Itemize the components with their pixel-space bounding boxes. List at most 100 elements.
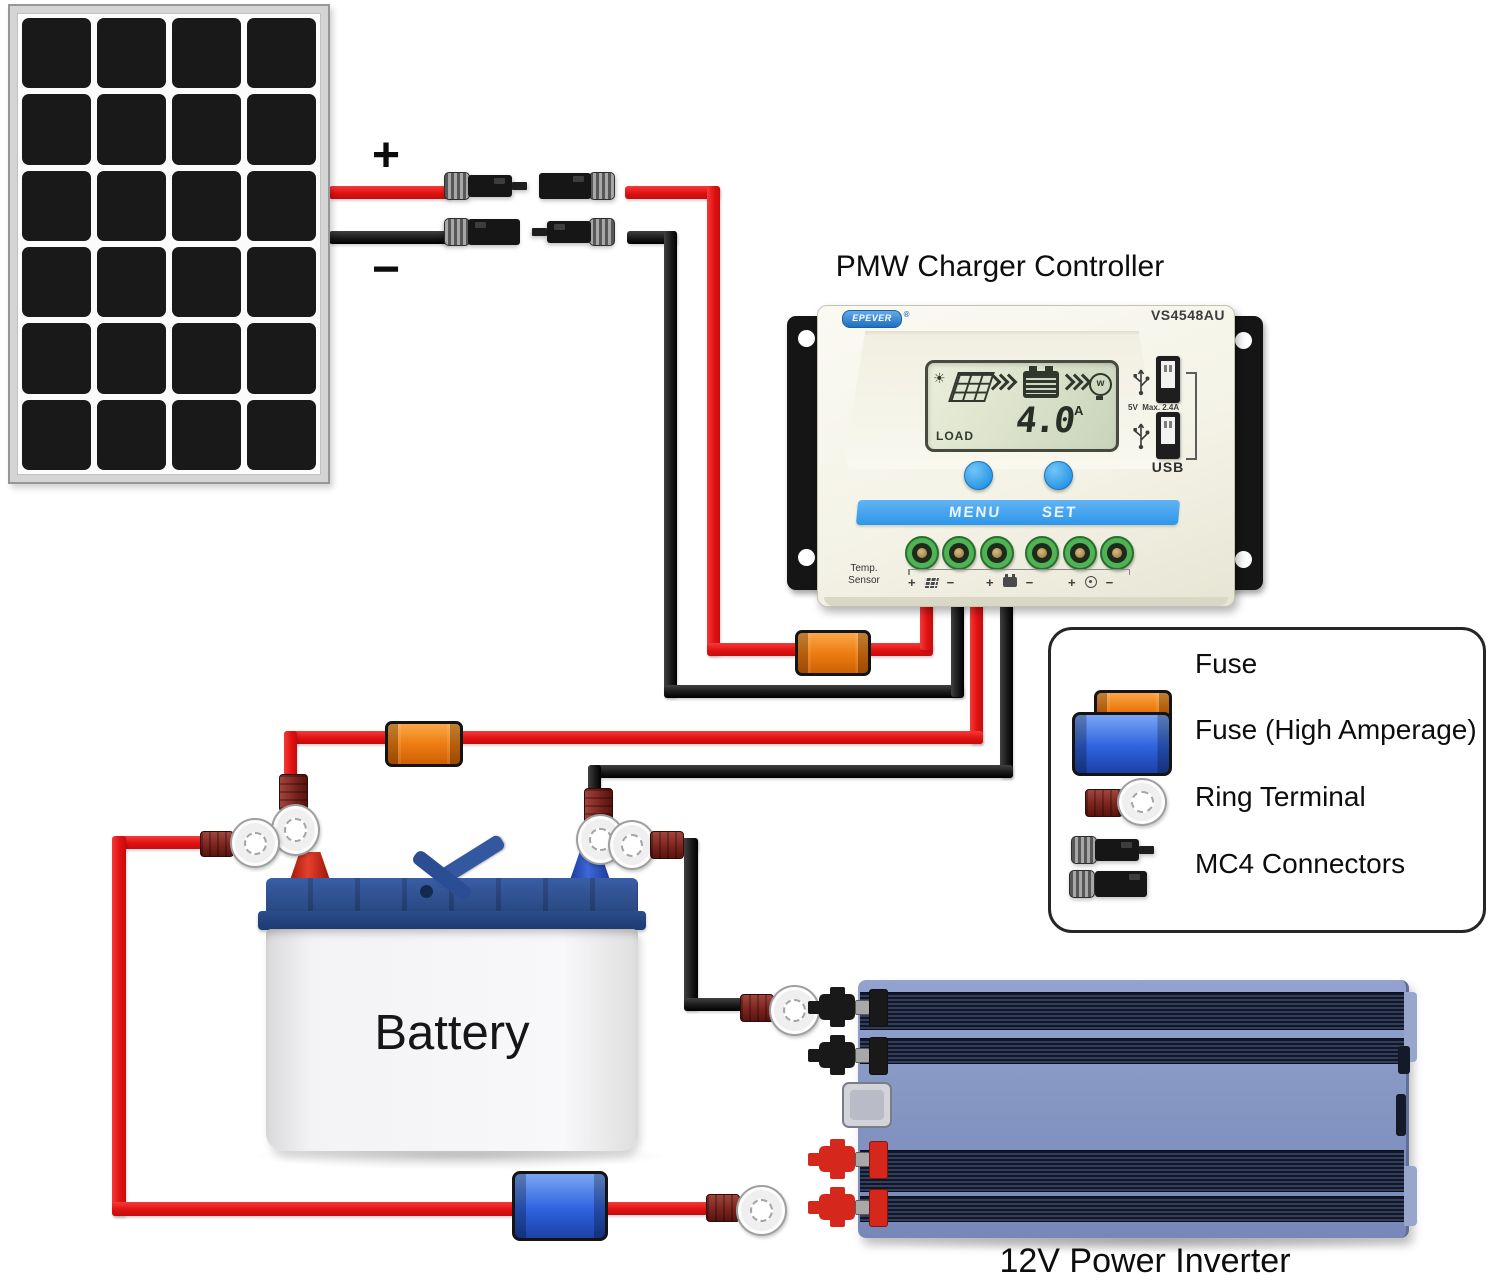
ring-terminal	[230, 818, 280, 868]
heatsink-fins	[860, 1038, 1404, 1064]
terminal-sign: −	[946, 574, 955, 590]
solar-panel-icon	[948, 372, 995, 402]
inverter-positive-wire	[118, 836, 204, 849]
usb-bracket-line	[1186, 372, 1197, 460]
solar-cell	[172, 399, 241, 470]
battery-negative-wire	[1000, 598, 1013, 778]
mc4-connector-pair-negative	[444, 218, 615, 246]
pv-positive-wire	[707, 186, 720, 655]
solar-cell	[97, 94, 166, 165]
inverter-side-slot	[1398, 1046, 1410, 1074]
solar-cell	[22, 18, 91, 89]
usb-voltage: 5V	[1128, 403, 1138, 412]
power-inverter	[858, 980, 1409, 1238]
lcd-display: ☀ w 4.0 A LOAD	[925, 360, 1119, 452]
battery-label: Battery	[374, 1006, 530, 1060]
ring-terminal-crimp	[200, 831, 234, 857]
battery-icon	[1023, 366, 1059, 398]
menu-label: MENU	[948, 504, 1002, 521]
inverter-power-switch	[842, 1082, 892, 1128]
pv-glyph-icon	[923, 576, 939, 588]
controller-title: PMW Charger Controller	[835, 250, 1165, 283]
solar-cell	[247, 399, 316, 470]
mc4-female-connector	[539, 172, 615, 200]
fuse-high-amperage	[512, 1171, 608, 1241]
solar-cells	[22, 18, 316, 470]
load-bulb-icon: w	[1089, 373, 1112, 400]
battery-positive-wire	[970, 598, 983, 744]
ring-terminal	[769, 985, 820, 1036]
solar-cell	[172, 18, 241, 89]
battery-top-lip	[258, 911, 646, 930]
terminal-sign: −	[1105, 574, 1114, 590]
battery-glyph-icon	[1002, 574, 1017, 587]
mounting-hole	[798, 549, 815, 566]
terminal-battery-negative	[1025, 536, 1059, 570]
load-glyph-icon	[1084, 576, 1097, 588]
registered-mark: ®	[903, 310, 910, 319]
solar-cell	[22, 94, 91, 165]
pv-negative-wire	[664, 685, 964, 698]
model-number: VS4548AU	[1150, 307, 1225, 323]
legend-ring-terminal-icon	[1085, 789, 1123, 817]
mc4-cap	[589, 218, 615, 246]
solar-cell	[97, 170, 166, 241]
battery-handle-pivot	[420, 885, 433, 898]
mounting-hole	[1235, 332, 1252, 349]
battery-negative-wire	[594, 765, 1013, 778]
sun-icon: ☀	[933, 370, 946, 386]
inverter-negative-terminal	[808, 986, 888, 1028]
mc4-body	[547, 221, 591, 243]
terminal-battery-positive	[980, 536, 1014, 570]
battery-body	[266, 929, 638, 1151]
solar-cell	[247, 170, 316, 241]
legend-ring-terminal-icon	[1117, 778, 1167, 826]
ring-terminal-crimp	[650, 831, 684, 859]
mc4-female-connector	[1069, 870, 1147, 898]
mc4-pin	[532, 228, 547, 236]
heatsink-fins	[860, 1196, 1404, 1222]
solar-panel-frame	[17, 13, 321, 475]
panel-positive-label: +	[371, 129, 401, 182]
panel-negative-label: −	[371, 243, 401, 296]
terminal-sign: −	[1025, 574, 1034, 590]
battery-positive-post	[290, 852, 330, 880]
lcd-load-label: LOAD	[936, 429, 974, 443]
terminal-load-negative	[1100, 536, 1134, 570]
inverter-side-slot	[1396, 1094, 1406, 1136]
terminal-sign: +	[986, 574, 994, 590]
temp-label-line1: Temp.	[850, 563, 878, 574]
mc4-body	[468, 219, 520, 245]
ring-terminal-crimp	[706, 1194, 740, 1222]
mc4-cap	[444, 218, 470, 246]
terminal-load-positive	[1063, 536, 1097, 570]
brand-text: EPEVER	[852, 313, 892, 323]
legend-fuse-label: Fuse	[1195, 648, 1258, 679]
lcd-current-reading: 4.0	[1013, 401, 1076, 441]
usb-max-current: Max. 2.4A	[1142, 403, 1180, 412]
inverter-negative-terminal	[808, 1034, 888, 1076]
usb-port-bottom	[1156, 412, 1180, 459]
solar-cell	[247, 18, 316, 89]
inverter-positive-terminal	[808, 1138, 888, 1180]
solar-cell	[22, 323, 91, 394]
inverter-positive-terminal	[808, 1186, 888, 1228]
inverter-flange	[1404, 992, 1417, 1062]
inverter-positive-wire	[112, 836, 126, 1216]
pv-negative-wire	[664, 231, 677, 697]
terminal-group-load: + −	[1068, 574, 1113, 590]
inverter-label: 12V Power Inverter	[999, 1242, 1291, 1280]
heatsink-fins	[860, 1150, 1404, 1192]
set-label: SET	[1041, 504, 1078, 521]
mc4-cap	[589, 172, 615, 200]
flow-arrows-icon	[1058, 373, 1092, 391]
usb-label: USB	[1151, 459, 1185, 475]
terminal-sign: +	[908, 574, 916, 590]
mc4-body	[539, 173, 591, 199]
battery-positive-wire	[284, 731, 297, 786]
legend-mc4-icon	[1069, 870, 1147, 898]
solar-cell	[172, 94, 241, 165]
usb-rating: 5V Max. 2.4A	[1128, 403, 1179, 412]
solar-panel	[8, 4, 330, 484]
